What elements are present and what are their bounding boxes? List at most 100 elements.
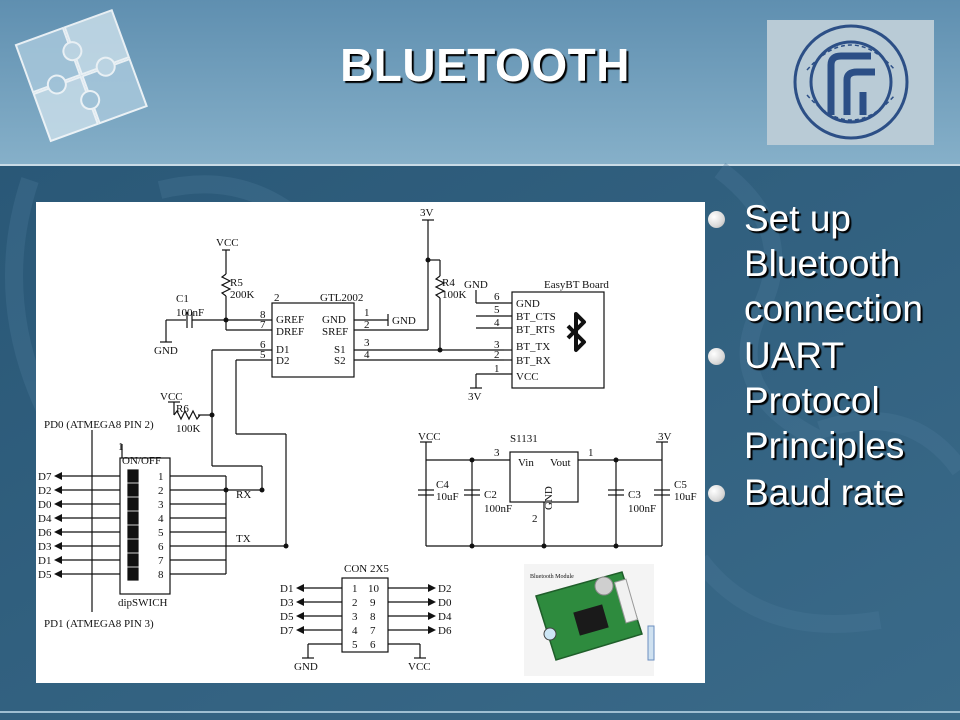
con-pin: 7 [370, 625, 376, 637]
gtl-pin-num: 1 [364, 307, 370, 319]
easybt-pin-label: BT_RTS [516, 324, 555, 336]
easybt-pin-label: BT_CTS [516, 311, 556, 323]
v3-label: 3V [658, 431, 672, 443]
bullet-text: Set up Bluetooth connection [744, 198, 923, 329]
bullet-text: UART Protocol Principles [744, 335, 905, 466]
dip-left-label: D2 [38, 485, 51, 497]
gtl-pin-num: 4 [364, 349, 370, 361]
c1-value: 100nF [176, 307, 204, 319]
easybt-pin-label: BT_RX [516, 355, 551, 367]
gtl-pin-num: 5 [260, 349, 266, 361]
dip-right-num: 8 [158, 569, 164, 581]
gtl-pin-label: S2 [334, 355, 346, 367]
con-pin: 9 [370, 597, 376, 609]
slide-title: BLUETOOTH [340, 39, 630, 91]
module-label: Bluetooth Module [530, 574, 574, 580]
con-left: D7 [280, 625, 294, 637]
gtl-pin-num: 2 [364, 319, 370, 331]
gtl-pin-label: D1 [276, 344, 289, 356]
s1131-pin: 3 [494, 447, 500, 459]
c5-name: C5 [674, 479, 687, 491]
con-pin: 4 [352, 625, 358, 637]
gnd-label: GND [294, 661, 318, 673]
gtl-pin-label: GREF [276, 314, 304, 326]
vcc-label: VCC [408, 661, 431, 673]
con-pin: 10 [368, 583, 380, 595]
c2-value: 100nF [484, 503, 512, 515]
dip-right-num: 2 [158, 485, 164, 497]
r6-value: 100K [176, 423, 201, 435]
con-pin: 8 [370, 611, 376, 623]
bullet-item: Set up Bluetooth connection [706, 196, 960, 331]
gtl-pin-label: DREF [276, 326, 304, 338]
s1131-pin: 2 [532, 513, 538, 525]
v3-label: 3V [468, 391, 482, 403]
r5-value: 200K [230, 289, 255, 301]
con-left: D3 [280, 597, 294, 609]
c2-name: C2 [484, 489, 497, 501]
vcc-label: VCC [216, 237, 239, 249]
easybt-pin-num: 3 [494, 339, 500, 351]
bullet-item: UART Protocol Principles [706, 333, 960, 468]
gnd-label: GND [464, 279, 488, 291]
pd0-label: PD0 (ATMEGA8 PIN 2) [44, 419, 154, 431]
gtl-pin-num: 3 [364, 337, 370, 349]
easybt-pin-num: 2 [494, 349, 500, 361]
bullet-item: Baud rate [706, 470, 960, 515]
dip-left-label: D6 [38, 527, 52, 539]
easybt-pin-num: 6 [494, 291, 500, 303]
rx-label: RX [236, 489, 251, 501]
dip-left-label: D5 [38, 569, 52, 581]
c1-name: C1 [176, 293, 189, 305]
dip-left-label: D7 [38, 471, 52, 483]
easybt-pin-label: BT_TX [516, 341, 550, 353]
con-name: CON 2X5 [344, 563, 389, 575]
dip-right-num: 4 [158, 513, 164, 525]
gtl-pin-label: GND [322, 314, 346, 326]
gnd-label: GND [154, 345, 178, 357]
bullet-text: Baud rate [744, 472, 905, 513]
con-left: D5 [280, 611, 294, 623]
con-right: D2 [438, 583, 451, 595]
vcc-label: VCC [418, 431, 441, 443]
bluetooth-icon [566, 312, 586, 352]
bullet-dot-icon [708, 211, 725, 228]
dip-pin1: 1 [118, 441, 124, 453]
bullet-dot-icon [708, 485, 725, 502]
tx-label: TX [236, 533, 251, 545]
gtl-pin-num: 6 [260, 339, 266, 351]
dip-left-label: D0 [38, 499, 52, 511]
gtl-pin-label: SREF [322, 326, 348, 338]
dip-right-num: 3 [158, 499, 164, 511]
r6-name: R6 [176, 403, 189, 415]
dip-left-label: D3 [38, 541, 52, 553]
con-right: D4 [438, 611, 452, 623]
dip-left-label: D4 [38, 513, 52, 525]
faculty-logo [767, 20, 934, 145]
c3-value: 100nF [628, 503, 656, 515]
dip-right-num: 1 [158, 471, 164, 483]
r4-name: R4 [442, 277, 455, 289]
bluetooth-schematic: VCC R5 200K C1 100nF GND GTL2002 2 8 7 6… [36, 202, 705, 683]
con-right: D6 [438, 625, 452, 637]
con-right: D0 [438, 597, 452, 609]
c4-name: C4 [436, 479, 449, 491]
bullet-list: Set up Bluetooth connection UART Protoco… [706, 196, 960, 517]
easybt-pin-label: VCC [516, 371, 539, 383]
gnd-label: GND [392, 315, 416, 327]
bullet-dot-icon [708, 348, 725, 365]
r4-value: 100K [442, 289, 467, 301]
easybt-pin-num: 1 [494, 363, 500, 375]
r5-name: R5 [230, 277, 243, 289]
s1131-vout: Vout [550, 457, 571, 469]
puzzle-decoration [14, 8, 148, 143]
con-pin: 2 [352, 597, 358, 609]
gtl-pin-label: D2 [276, 355, 289, 367]
con-pin: 5 [352, 639, 358, 651]
c4-value: 10uF [436, 491, 459, 503]
dip-right-num: 7 [158, 555, 164, 567]
con-pin: 3 [352, 611, 358, 623]
gtl-name: GTL2002 [320, 292, 363, 304]
con-pin: 1 [352, 583, 358, 595]
gtl-pin-num: 8 [260, 309, 266, 321]
